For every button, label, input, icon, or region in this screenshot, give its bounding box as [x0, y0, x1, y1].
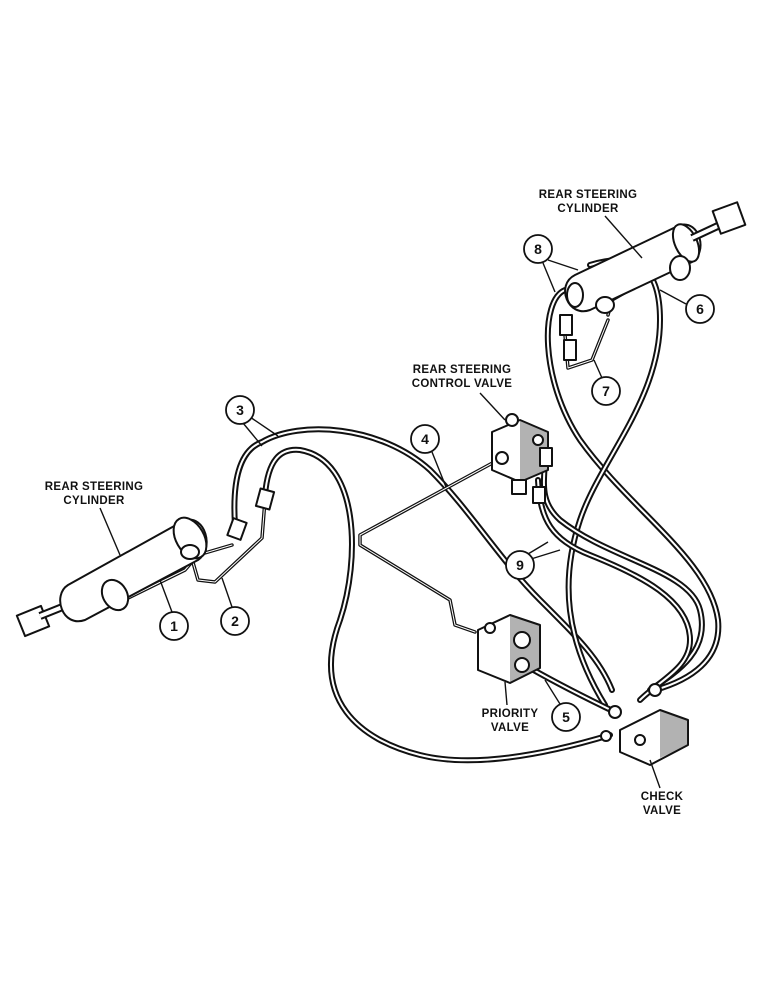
- label-control-valve: REAR STEERING CONTROL VALVE: [412, 364, 512, 421]
- label-priority-valve-line2: VALVE: [491, 722, 529, 734]
- label-rear-cylinder-left: REAR STEERING CYLINDER: [45, 481, 143, 556]
- label-control-valve-line1: REAR STEERING: [413, 364, 511, 376]
- callout-1-number: 1: [170, 618, 178, 634]
- hose-9-b: [535, 477, 693, 703]
- check-valve: [600, 683, 689, 766]
- label-rear-cylinder-right: REAR STEERING CYLINDER: [539, 189, 643, 259]
- hose-fittings: [226, 314, 577, 541]
- label-control-valve-line2: CONTROL VALVE: [412, 378, 512, 390]
- callout-7-number: 7: [602, 383, 610, 399]
- callout-8-number: 8: [534, 241, 542, 257]
- callout-3: 3: [225, 395, 279, 447]
- callout-4-number: 4: [421, 431, 429, 447]
- label-check-valve-line1: CHECK: [641, 791, 684, 803]
- label-rear-cylinder-left-line1: REAR STEERING: [45, 481, 143, 493]
- hose-3-upper: [231, 426, 615, 693]
- label-check-valve: CHECK VALVE: [641, 759, 684, 817]
- tube-4: [358, 458, 500, 634]
- callout-9: 9: [505, 541, 561, 580]
- priority-valve: [477, 614, 541, 684]
- left-rear-steering-cylinder: [15, 516, 208, 638]
- label-rear-cylinder-right-line2: CYLINDER: [557, 203, 619, 215]
- label-priority-valve-line1: PRIORITY: [482, 708, 539, 720]
- callout-5-number: 5: [562, 709, 570, 725]
- callout-2-number: 2: [231, 613, 239, 629]
- label-rear-cylinder-right-line1: REAR STEERING: [539, 189, 637, 201]
- callout-2: 2: [220, 577, 250, 636]
- callout-1: 1: [159, 579, 189, 641]
- callout-5: 5: [544, 679, 581, 732]
- callout-7: 7: [591, 359, 621, 406]
- callout-3-number: 3: [236, 402, 244, 418]
- label-rear-cylinder-left-line2: CYLINDER: [63, 495, 125, 507]
- callout-9-number: 9: [516, 557, 524, 573]
- right-rear-steering-cylinder: [564, 201, 747, 314]
- callout-6-number: 6: [696, 301, 704, 317]
- label-priority-valve: PRIORITY VALVE: [482, 681, 539, 734]
- callout-8: 8: [523, 234, 579, 293]
- hose-group: [231, 257, 722, 764]
- label-check-valve-line2: VALVE: [643, 805, 681, 817]
- callout-4: 4: [410, 424, 447, 488]
- callout-6: 6: [659, 289, 715, 324]
